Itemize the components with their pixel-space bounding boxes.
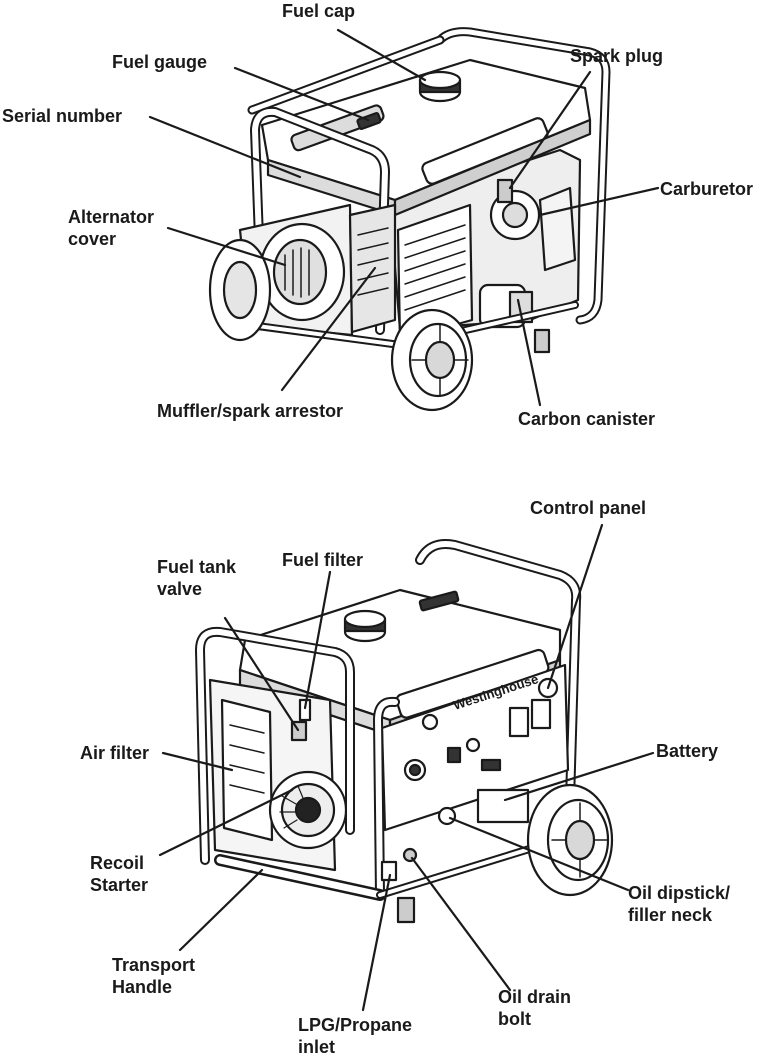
spark-plug-part — [496, 178, 514, 204]
label-transport-handle-line1: Transport — [112, 955, 196, 975]
label-recoil-starter-line1: Recoil — [90, 853, 145, 873]
label-fuel-tank-valve-line2: valve — [157, 579, 203, 599]
label-lpg-inlet: LPG/Propane inlet — [298, 1014, 412, 1058]
label-alternator-cover: Alternator cover — [68, 206, 154, 250]
label-alternator-cover-line1: Alternator — [68, 207, 155, 227]
label-control-panel: Control panel — [530, 498, 646, 518]
label-oil-drain-bolt-line1: Oil drain — [498, 987, 572, 1007]
label-air-filter: Air filter — [80, 743, 150, 763]
label-fuel-tank-valve: Fuel tank valve — [157, 556, 236, 600]
label-recoil-starter: Recoil Starter — [90, 852, 148, 896]
top-generator-illustration — [208, 27, 611, 412]
label-oil-dipstick: Oil dipstick/ filler neck — [628, 882, 730, 926]
label-alternator-cover-line2: cover — [68, 229, 117, 249]
label-transport-handle-line2: Handle — [112, 977, 173, 997]
label-oil-dipstick-line2: filler neck — [628, 905, 713, 925]
fuel-filter-part — [298, 698, 312, 722]
label-carbon-canister: Carbon canister — [518, 409, 656, 429]
muffler-part — [348, 203, 397, 334]
label-serial-number: Serial number — [2, 106, 123, 126]
label-lpg-inlet-line1: LPG/Propane — [298, 1015, 413, 1035]
label-oil-drain-bolt: Oil drain bolt — [498, 986, 571, 1030]
label-fuel-cap: Fuel cap — [282, 1, 356, 21]
label-fuel-gauge: Fuel gauge — [112, 52, 208, 72]
label-oil-drain-bolt-line2: bolt — [498, 1009, 531, 1029]
label-fuel-tank-valve-line1: Fuel tank — [157, 557, 237, 577]
label-transport-handle: Transport Handle — [112, 954, 195, 998]
label-battery: Battery — [656, 741, 719, 761]
label-oil-dipstick-line1: Oil dipstick/ — [628, 883, 731, 903]
oil-dipstick-part — [437, 806, 457, 826]
fuel-gauge-part — [356, 112, 382, 130]
label-lpg-inlet-line2: inlet — [298, 1037, 336, 1057]
label-recoil-starter-line2: Starter — [90, 875, 149, 895]
label-fuel-filter: Fuel filter — [282, 550, 364, 570]
bottom-generator-illustration: Westinghouse — [195, 539, 614, 924]
label-carburetor: Carburetor — [660, 179, 754, 199]
label-spark-plug: Spark plug — [570, 46, 664, 66]
label-muffler: Muffler/spark arrestor — [157, 401, 344, 421]
leader-lines — [148, 28, 660, 1012]
